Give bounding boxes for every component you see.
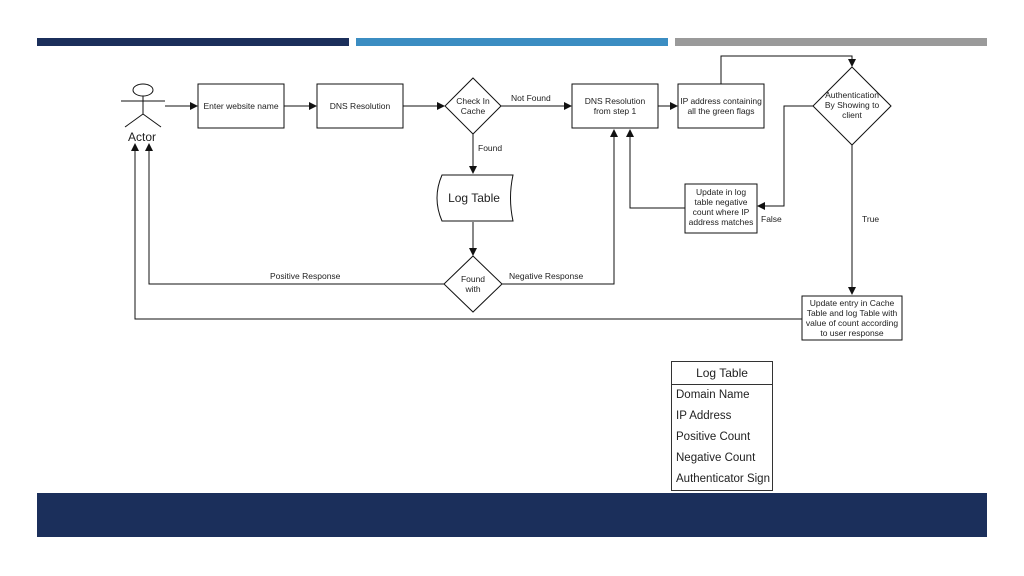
label-update-entry-3: value of count according [806,318,898,328]
node-ip-flags [677,83,765,129]
label-found-with-1: Found [461,274,485,284]
log-table-field: Positive Count [676,431,751,443]
edge-updateneg-dnsstep1 [626,129,685,209]
label-found-with-2: with [464,284,480,294]
edge-label-false: False [761,214,782,224]
node-authentication [812,66,892,146]
edge-label-positive: Positive Response [270,271,341,281]
label-update-neg-1: Update in log [696,187,746,197]
log-table-field: Negative Count [676,452,756,464]
node-dns-resolution [316,83,404,129]
label-update-neg-4: address matches [689,217,754,227]
label-auth-3: client [842,110,862,120]
label-update-neg-3: count where IP [693,207,750,217]
label-update-entry-4: to user response [820,328,884,338]
label-update-neg-2: table negative [695,197,748,207]
label-log-table-db: Log Table [448,191,500,205]
log-table-field: Authenticator Sign [676,473,770,485]
node-log-table-db [436,174,514,222]
node-found-with [443,255,503,313]
node-dns-step1 [571,83,659,129]
label-enter-website: Enter website name [203,101,278,111]
label-ip-flags-1: IP address containing [680,96,762,106]
actor-figure [121,83,165,128]
node-update-negative [684,183,758,234]
label-check-cache-2: Cache [461,106,486,116]
label-check-cache-1: Check In [456,96,490,106]
log-table-title: Log Table [672,362,772,385]
node-enter-website [197,83,285,129]
label-dns-resolution: DNS Resolution [330,101,391,111]
label-update-entry-1: Update entry in Cache [810,298,895,308]
accent-bar-mid [356,38,668,46]
label-auth-1: Authentication [825,90,879,100]
edge-auth-false [757,105,814,210]
edge-label-negative: Negative Response [509,271,583,281]
label-dns-step1-1: DNS Resolution [585,96,646,106]
accent-bar-light [675,38,987,46]
edge-update-actor [131,143,802,320]
edge-ip-auth [720,55,856,84]
edge-label-not-found: Not Found [511,93,551,103]
label-auth-2: By Showing to [825,100,880,110]
label-update-entry-2: Table and log Table with [807,308,898,318]
log-table-field: IP Address [676,410,732,422]
actor-label: Actor [128,130,156,144]
log-table-schema: Log Table Domain Name IP Address Positiv… [671,361,773,491]
edge-label-found: Found [478,143,502,153]
edge-positive-actor [145,143,445,285]
node-check-cache [444,77,502,135]
node-update-entry [801,295,903,341]
footer-band [37,493,987,537]
edge-negative-dnsstep1 [502,129,618,285]
edge-label-true: True [862,214,879,224]
accent-bar-dark [37,38,349,46]
label-dns-step1-2: from step 1 [594,106,637,116]
label-ip-flags-2: all the green flags [687,106,754,116]
log-table-field: Domain Name [676,389,750,401]
